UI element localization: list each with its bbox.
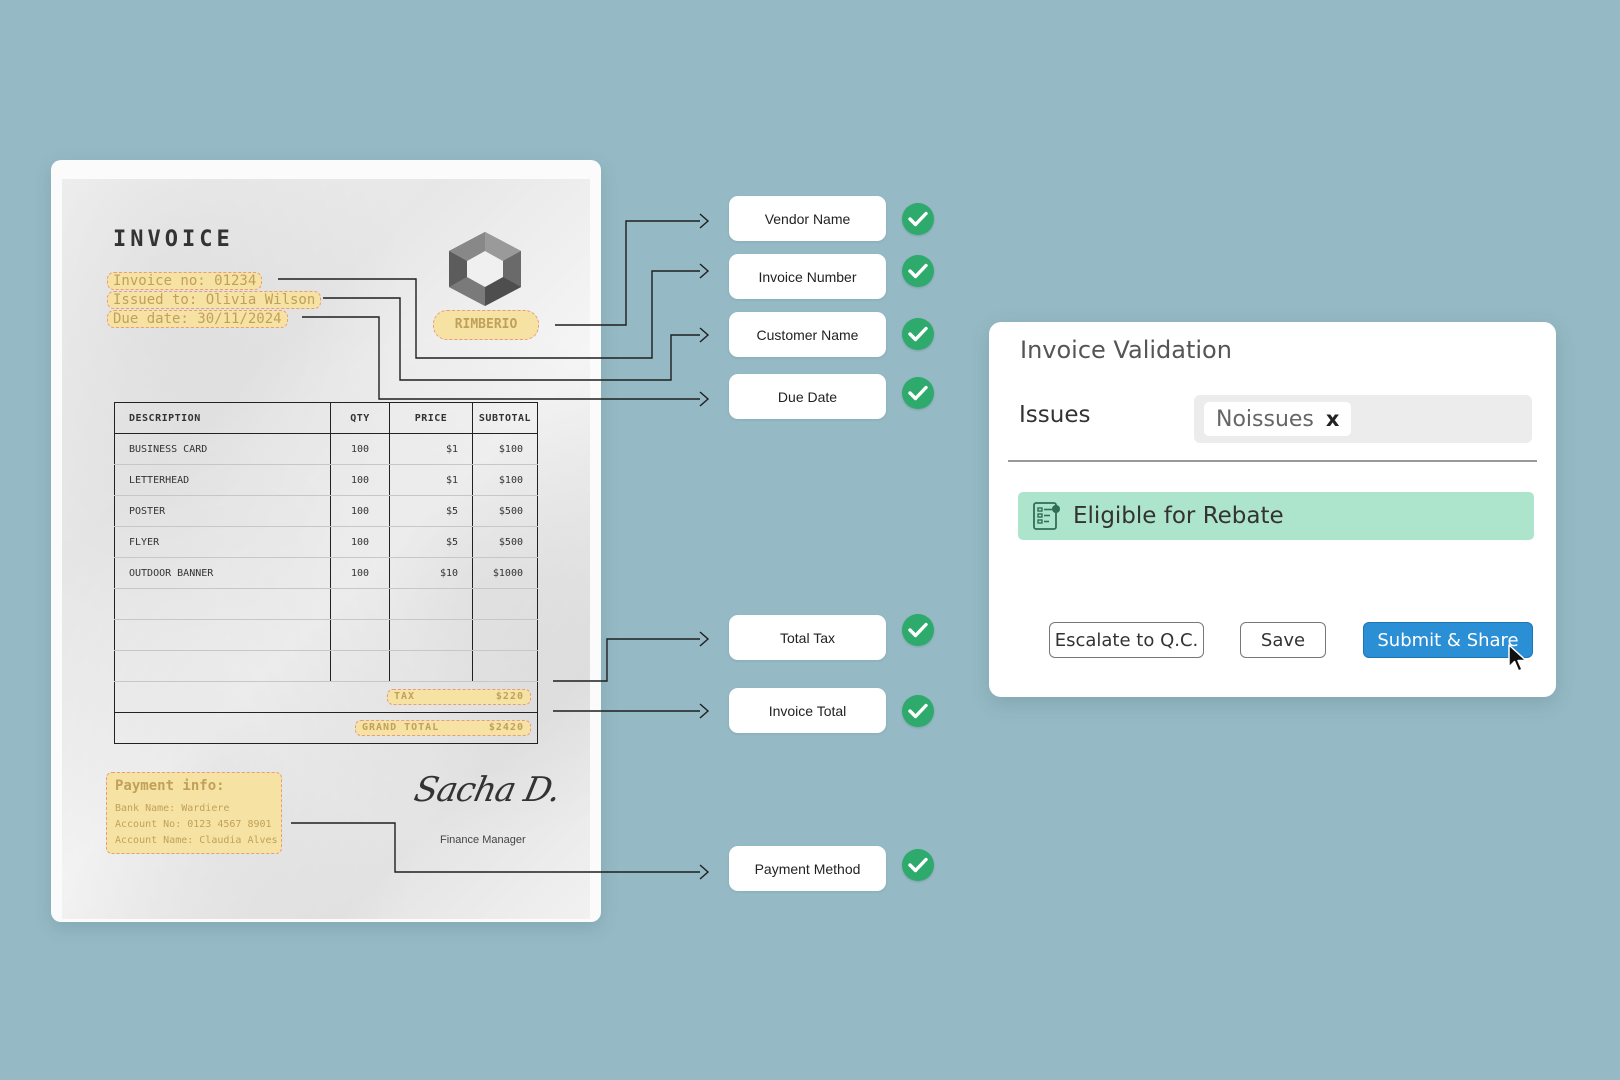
save-button[interactable]: Save	[1240, 622, 1326, 658]
cell-subtotal: $1000	[472, 557, 538, 589]
check-icon	[902, 203, 934, 235]
field-customer-name[interactable]: Customer Name	[729, 312, 886, 357]
table-row: POSTER 100 $5 $500	[114, 495, 538, 527]
column-header-description: DESCRIPTION	[114, 402, 331, 434]
grand-total-highlight: GRAND TOTAL $2420	[355, 720, 531, 736]
check-icon	[902, 614, 934, 646]
field-invoice-total[interactable]: Invoice Total	[729, 688, 886, 733]
grand-total-value: $2420	[488, 722, 524, 733]
table-row-empty	[114, 650, 538, 682]
tax-label: TAX	[394, 691, 416, 702]
table-row: FLYER 100 $5 $500	[114, 526, 538, 558]
account-number: Account No: 0123 4567 8901	[115, 819, 272, 830]
cell-price: $5	[389, 495, 473, 527]
table-row: OUTDOOR BANNER 100 $10 $1000	[114, 557, 538, 589]
chip-remove-icon[interactable]: x	[1325, 407, 1340, 431]
cell-price: $1	[389, 464, 473, 496]
submit-share-button[interactable]: Submit & Share	[1363, 622, 1533, 658]
grand-total-row: GRAND TOTAL $2420	[114, 712, 538, 744]
column-header-subtotal: SUBTOTAL	[472, 402, 538, 434]
cell-price: $1	[389, 433, 473, 465]
rebate-text: Eligible for Rebate	[1073, 503, 1284, 529]
brand-logo-icon	[443, 230, 527, 308]
issued-to-highlight: Issued to: Olivia Wilson	[107, 291, 322, 309]
field-vendor-name[interactable]: Vendor Name	[729, 196, 886, 241]
table-row: LETTERHEAD 100 $1 $100	[114, 464, 538, 496]
divider	[1008, 460, 1537, 462]
cell-qty: 100	[330, 526, 390, 558]
signature: Sacha D.	[410, 770, 564, 810]
invoice-validation-panel: Invoice Validation Issues Noissues x Eli…	[989, 322, 1556, 697]
checklist-icon	[1033, 502, 1060, 530]
table-row-empty	[114, 588, 538, 620]
escalate-button[interactable]: Escalate to Q.C.	[1049, 622, 1204, 658]
payment-info-highlight: Payment info: Bank Name: Wardiere Accoun…	[106, 772, 282, 854]
cell-description: FLYER	[114, 526, 331, 558]
account-name: Account Name: Claudia Alves	[115, 835, 278, 846]
invoice-number-highlight: Invoice no: 01234	[107, 272, 263, 290]
check-icon	[902, 255, 934, 287]
cell-subtotal: $500	[472, 495, 538, 527]
check-icon	[902, 849, 934, 881]
field-invoice-number[interactable]: Invoice Number	[729, 254, 886, 299]
cell-subtotal: $100	[472, 433, 538, 465]
cell-description: POSTER	[114, 495, 331, 527]
panel-title: Invoice Validation	[1020, 336, 1232, 364]
tax-highlight: TAX $220	[387, 689, 531, 705]
cell-qty: 100	[330, 495, 390, 527]
cell-description: BUSINESS CARD	[114, 433, 331, 465]
cell-description: OUTDOOR BANNER	[114, 557, 331, 589]
cell-description: LETTERHEAD	[114, 464, 331, 496]
issue-chip-label: Noissues	[1216, 406, 1314, 432]
payment-info-title: Payment info:	[115, 778, 225, 794]
cell-qty: 100	[330, 557, 390, 589]
invoice-title: INVOICE	[113, 227, 234, 252]
cell-qty: 100	[330, 464, 390, 496]
bank-name: Bank Name: Wardiere	[115, 803, 230, 814]
rebate-status-banner: Eligible for Rebate	[1018, 492, 1534, 540]
table-header-row: DESCRIPTION QTY PRICE SUBTOTAL	[114, 402, 538, 434]
cell-price: $10	[389, 557, 473, 589]
cell-subtotal: $500	[472, 526, 538, 558]
field-total-tax[interactable]: Total Tax	[729, 615, 886, 660]
column-header-price: PRICE	[389, 402, 473, 434]
cell-subtotal: $100	[472, 464, 538, 496]
cell-price: $5	[389, 526, 473, 558]
check-icon	[902, 318, 934, 350]
invoice-items-table: DESCRIPTION QTY PRICE SUBTOTAL BUSINESS …	[114, 402, 538, 744]
check-icon	[902, 377, 934, 409]
field-due-date[interactable]: Due Date	[729, 374, 886, 419]
tax-row: TAX $220	[114, 681, 538, 713]
signature-role: Finance Manager	[440, 834, 526, 846]
issues-label: Issues	[1019, 402, 1091, 428]
issues-input[interactable]: Noissues x	[1194, 395, 1532, 443]
check-icon	[902, 695, 934, 727]
cell-qty: 100	[330, 433, 390, 465]
grand-total-label: GRAND TOTAL	[362, 722, 440, 733]
field-payment-method[interactable]: Payment Method	[729, 846, 886, 891]
tax-value: $220	[495, 691, 524, 702]
table-row-empty	[114, 619, 538, 651]
issue-chip[interactable]: Noissues x	[1204, 402, 1352, 436]
due-date-highlight: Due date: 30/11/2024	[107, 310, 288, 328]
brand-name-highlight: RIMBERIO	[433, 310, 539, 340]
mouse-cursor-icon	[1508, 644, 1527, 672]
table-row: BUSINESS CARD 100 $1 $100	[114, 433, 538, 465]
column-header-qty: QTY	[330, 402, 390, 434]
